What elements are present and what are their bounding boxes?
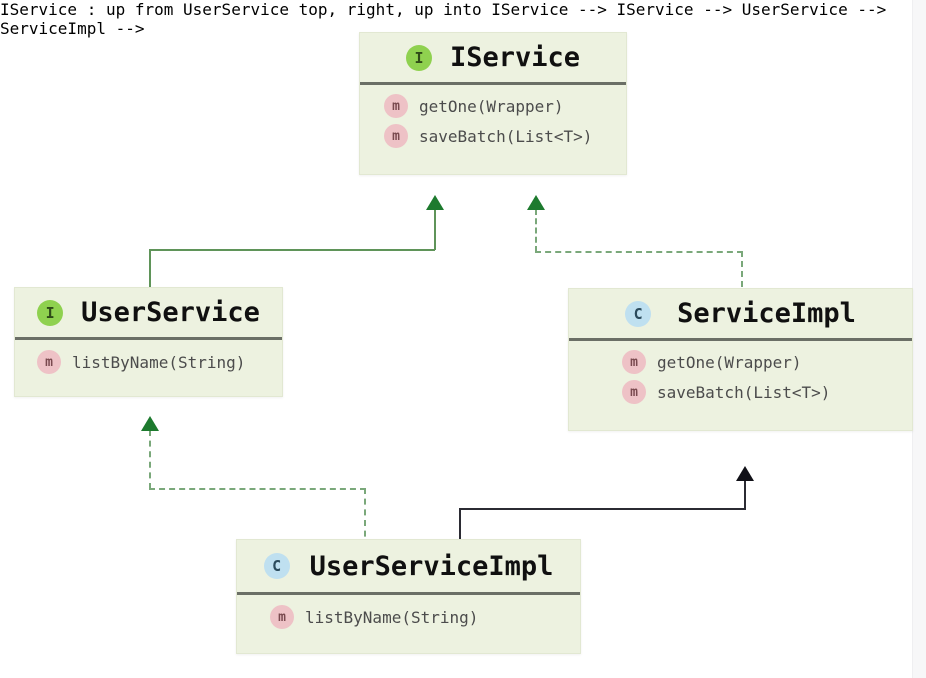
node-members: m getOne(Wrapper) m saveBatch(List<T>) xyxy=(569,341,912,415)
edge-segment-vertical xyxy=(149,249,151,306)
member-row[interactable]: m listByName(String) xyxy=(237,601,580,633)
method-badge-icon: m xyxy=(384,124,408,148)
arrowhead-realization-icon xyxy=(527,195,545,210)
member-label: getOne(Wrapper) xyxy=(419,96,564,116)
edge-segment-vertical xyxy=(364,488,366,558)
edge-segment-vertical xyxy=(535,209,537,252)
member-row[interactable]: m getOne(Wrapper) xyxy=(360,91,626,121)
method-badge-icon: m xyxy=(622,380,646,404)
class-badge-icon: C xyxy=(625,300,652,327)
node-title: UserServiceImpl xyxy=(309,550,554,582)
node-title: UserService xyxy=(81,297,260,328)
member-label: saveBatch(List<T>) xyxy=(419,126,593,146)
member-label: listByName(String) xyxy=(72,352,246,372)
right-edge-strip xyxy=(912,0,926,678)
interface-badge-icon: I xyxy=(405,44,432,71)
node-members: m listByName(String) xyxy=(15,340,282,386)
uml-node-iservice[interactable]: I IService m getOne(Wrapper) m saveBatch… xyxy=(359,32,627,175)
member-label: getOne(Wrapper) xyxy=(657,352,802,372)
arrowhead-generalization-icon xyxy=(736,466,754,481)
member-label: saveBatch(List<T>) xyxy=(657,382,831,402)
edge-segment-vertical xyxy=(744,480,746,509)
node-header: I UserService xyxy=(15,288,282,340)
uml-node-userserviceimpl[interactable]: C UserServiceImpl m listByName(String) xyxy=(236,539,581,654)
member-row[interactable]: m saveBatch(List<T>) xyxy=(569,377,912,407)
arrowhead-realization-icon xyxy=(141,416,159,431)
edge-segment-vertical xyxy=(149,430,151,489)
node-title: IService xyxy=(449,42,581,73)
edge-segment-horizontal xyxy=(459,508,746,510)
method-badge-icon: m xyxy=(270,605,294,629)
arrowhead-generalization-icon xyxy=(426,195,444,210)
member-row[interactable]: m saveBatch(List<T>) xyxy=(360,121,626,151)
node-members: m listByName(String) xyxy=(237,595,580,641)
class-badge-icon: C xyxy=(263,553,290,579)
edge-segment-horizontal xyxy=(149,488,366,490)
edge-segment-vertical xyxy=(741,251,743,307)
interface-badge-icon: I xyxy=(37,299,64,326)
node-header: C UserServiceImpl xyxy=(237,540,580,595)
method-badge-icon: m xyxy=(622,350,646,374)
uml-node-userservice[interactable]: I UserService m listByName(String) xyxy=(14,287,283,397)
edge-segment-vertical xyxy=(434,209,436,250)
node-members: m getOne(Wrapper) m saveBatch(List<T>) xyxy=(360,85,626,159)
node-title: ServiceImpl xyxy=(677,298,856,329)
node-header: C ServiceImpl xyxy=(569,289,912,341)
member-row[interactable]: m getOne(Wrapper) xyxy=(569,347,912,377)
node-header: I IService xyxy=(360,33,626,85)
edge-segment-horizontal xyxy=(149,249,435,251)
uml-node-serviceimpl[interactable]: C ServiceImpl m getOne(Wrapper) m saveBa… xyxy=(568,288,913,431)
member-row[interactable]: m listByName(String) xyxy=(15,346,282,378)
member-label: listByName(String) xyxy=(305,607,479,627)
edge-segment-horizontal xyxy=(535,251,743,253)
method-badge-icon: m xyxy=(384,94,408,118)
method-badge-icon: m xyxy=(37,350,61,374)
